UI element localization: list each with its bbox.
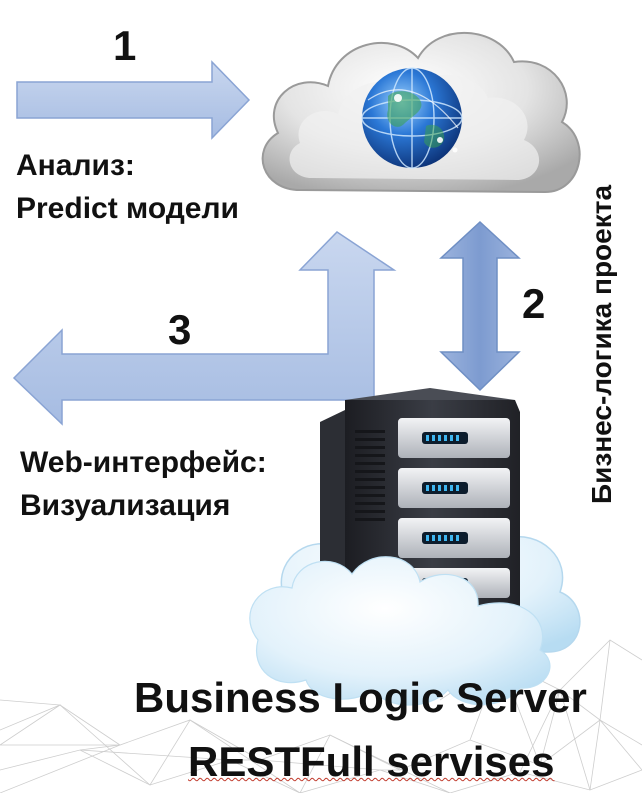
server-vent-grille xyxy=(355,430,385,521)
analysis-label-line2: Predict модели xyxy=(16,192,239,225)
step-3-number: 3 xyxy=(168,306,192,353)
step-2-number: 2 xyxy=(522,280,546,327)
step-1-number: 1 xyxy=(113,22,137,69)
web-interface-label-line2: Визуализация xyxy=(20,489,231,522)
server-rack-icon xyxy=(249,388,581,706)
arrow-step-2 xyxy=(439,220,521,392)
cloud-globe-icon xyxy=(261,32,581,194)
server-title-line1: Business Logic Server xyxy=(134,674,587,721)
business-logic-vertical-label: Бизнес-логика проекта xyxy=(586,184,617,504)
arrow-step-3 xyxy=(12,231,397,426)
server-title-line2: RESTFull servises xyxy=(188,738,555,785)
arrow-step-1 xyxy=(16,60,251,140)
analysis-label-line1: Анализ: xyxy=(16,149,135,182)
web-interface-label-line1: Web-интерфейс: xyxy=(20,446,267,479)
